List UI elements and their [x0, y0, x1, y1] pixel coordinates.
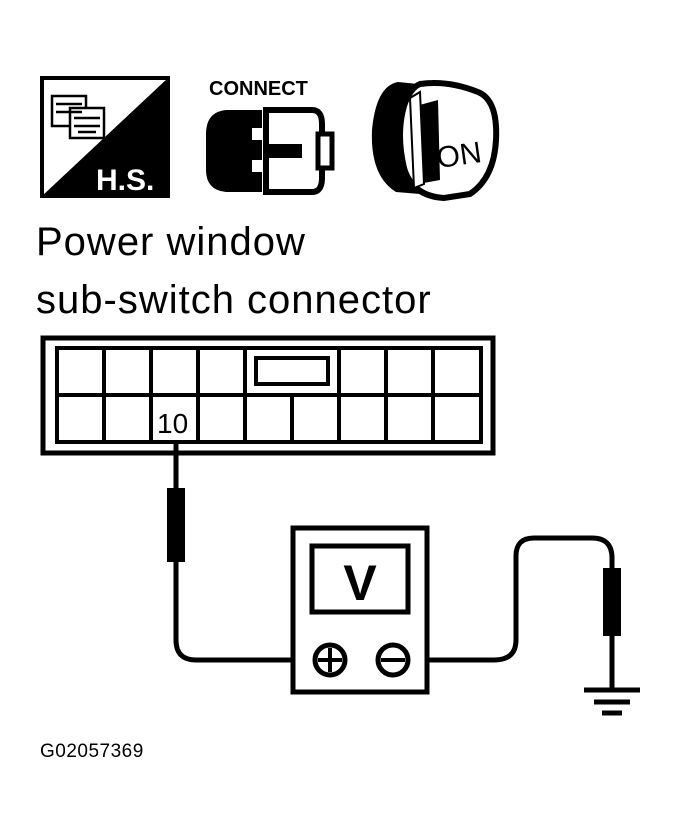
ground-icon	[584, 687, 640, 716]
voltmeter: V	[290, 525, 430, 695]
connector-title-line1: Power window	[36, 220, 306, 264]
connector-face: 10	[40, 335, 496, 456]
harness-label: H.S.	[96, 164, 154, 197]
harness-connector-icon: H.S.	[40, 76, 170, 198]
key-on-label: ON	[434, 136, 483, 175]
connect-label: CONNECT	[209, 78, 308, 100]
figure-code: G02057369	[40, 741, 144, 762]
negative-probe	[603, 568, 621, 636]
ignition-key-icon: ON	[371, 80, 500, 202]
test-leads	[173, 442, 615, 690]
voltmeter-label: V	[343, 555, 377, 611]
terminal-10-label: 10	[157, 408, 188, 439]
connector-title-line2: sub-switch connector	[36, 278, 432, 322]
positive-probe	[167, 488, 185, 562]
positive-jack	[312, 642, 348, 678]
negative-jack	[375, 642, 411, 678]
connect-icon: CONNECT	[206, 78, 335, 195]
